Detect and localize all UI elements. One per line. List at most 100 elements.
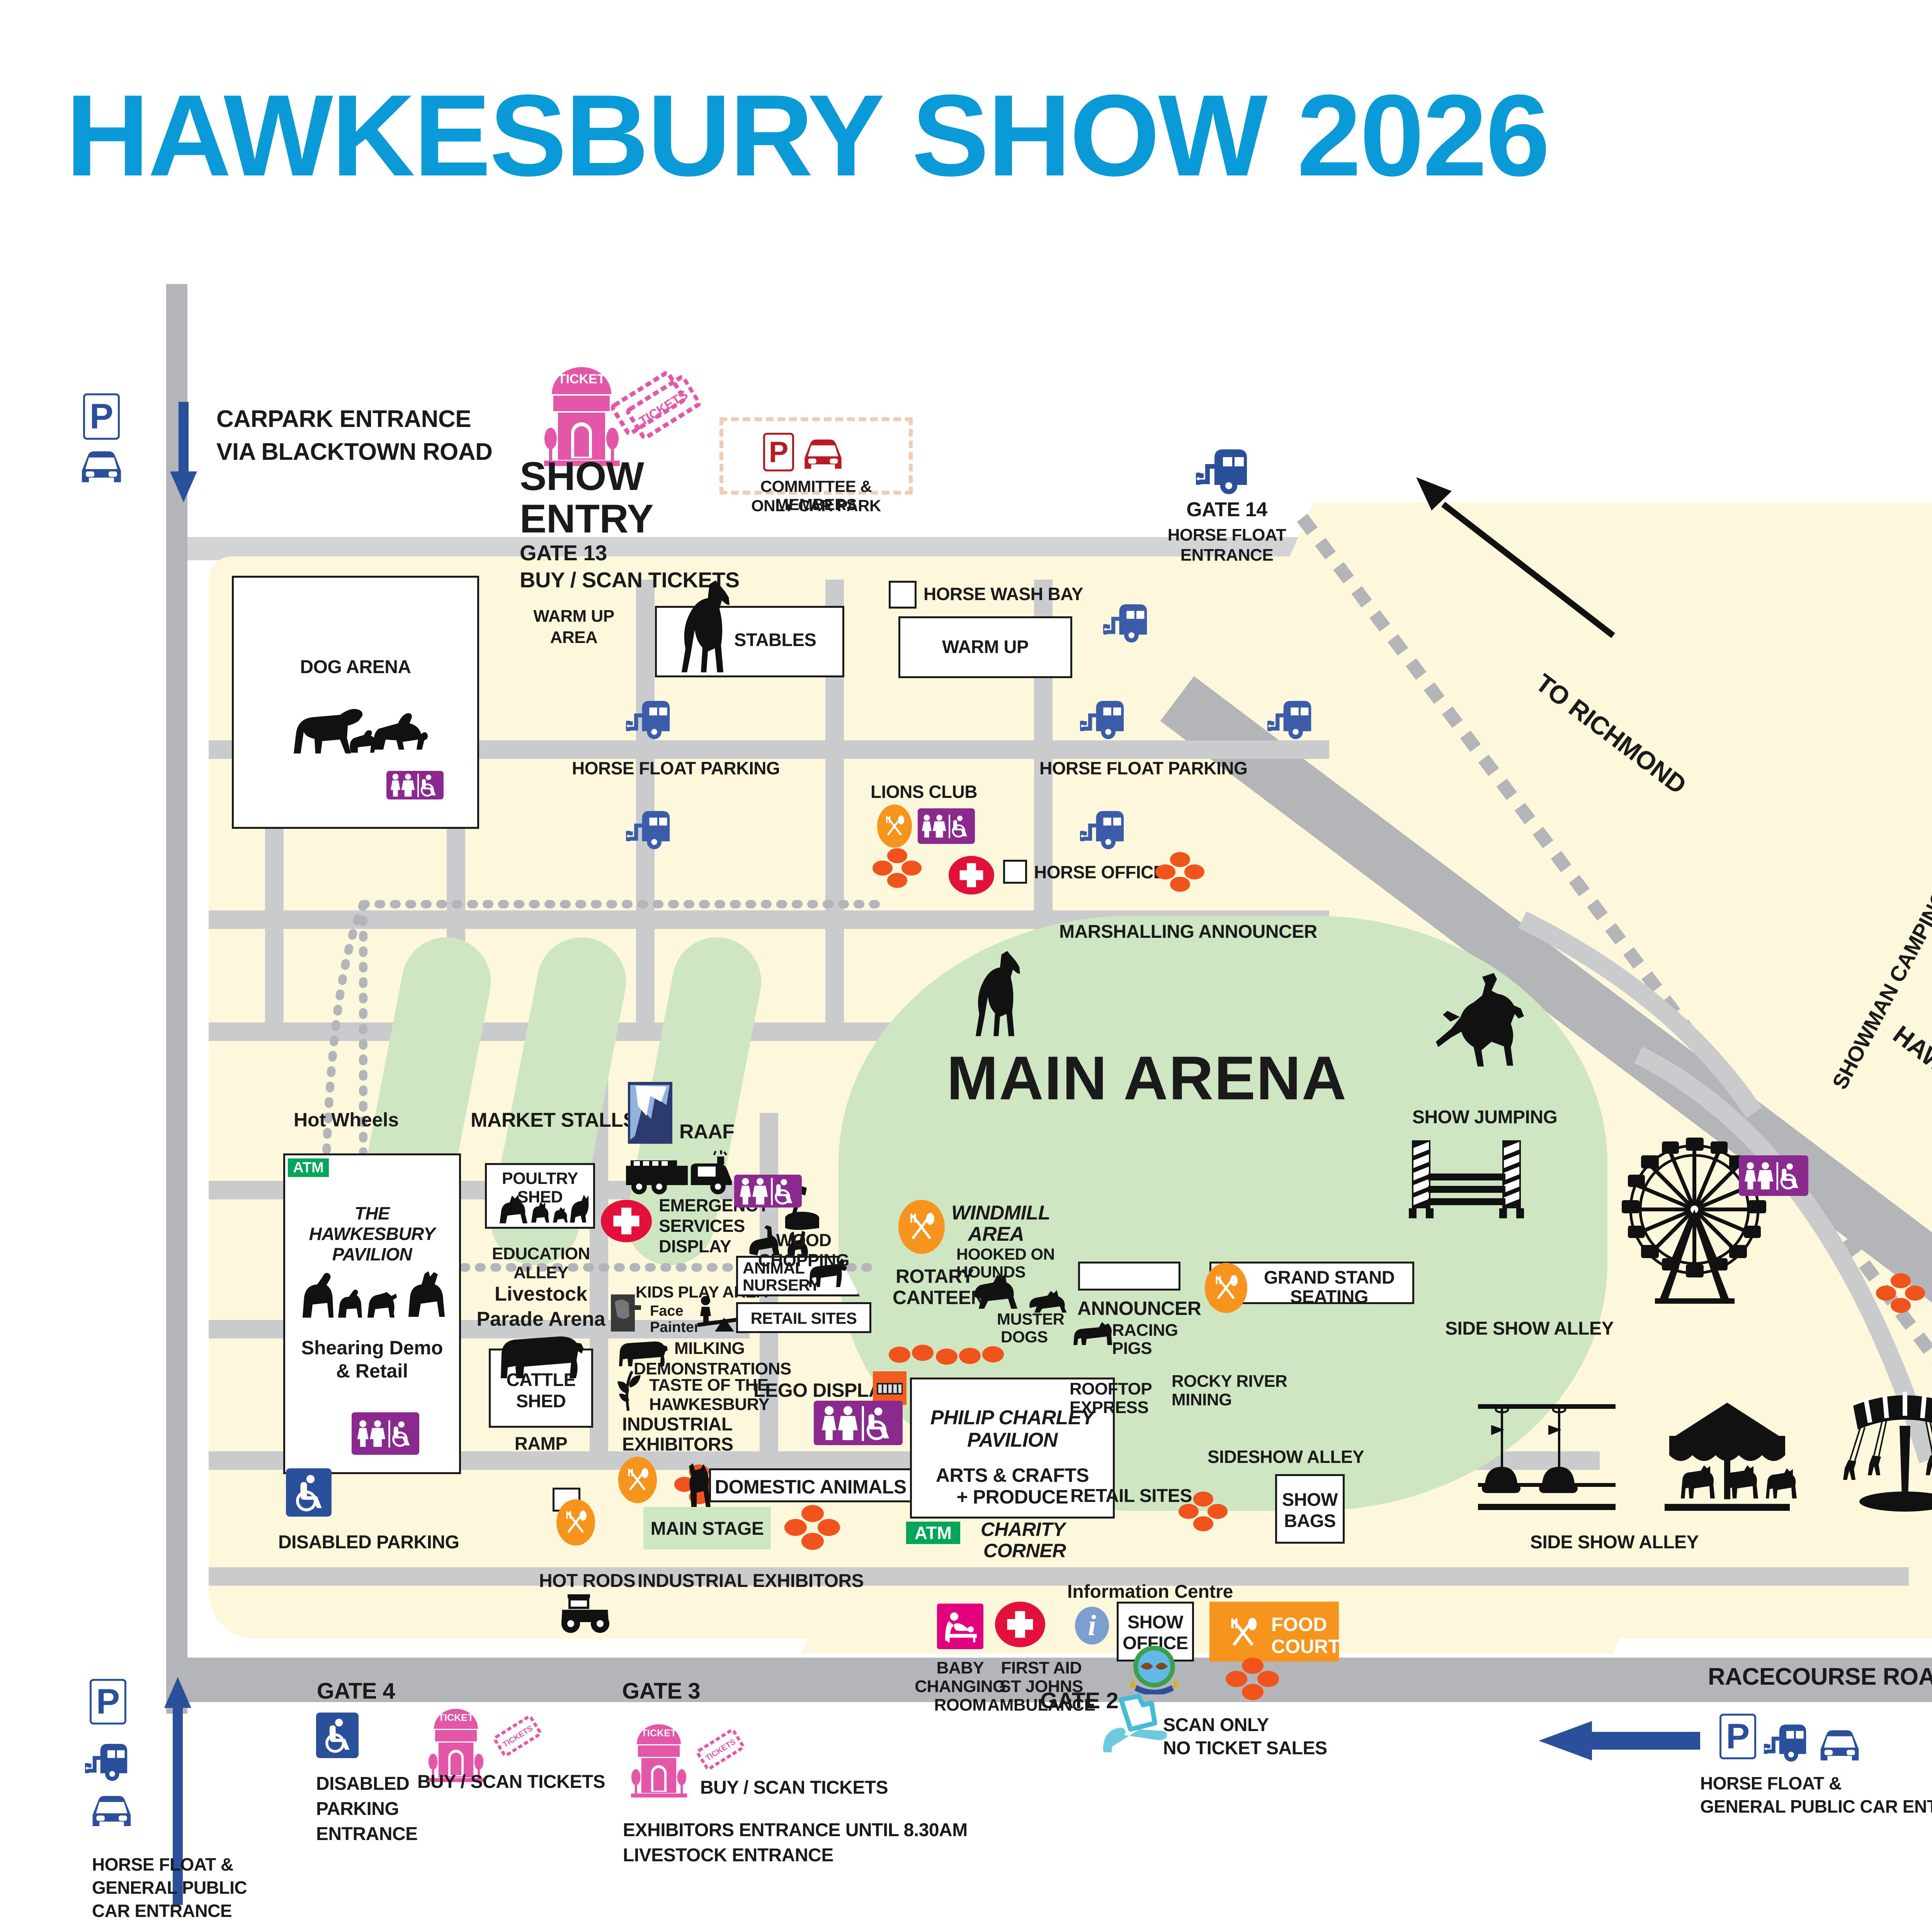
rotary-canteen-line1: ROTARY — [896, 1265, 974, 1287]
emergency-services-line3: DISPLAY — [659, 1236, 731, 1256]
seating-icon-main-stage — [784, 1505, 840, 1550]
gate2-title: GATE 2 — [1040, 1688, 1119, 1713]
show-bags-line2: BAGS — [1284, 1510, 1336, 1531]
milking-line1: MILKING — [674, 1339, 745, 1358]
first-aid-line3: AMBULANCE — [987, 1696, 1095, 1714]
rocky-river-line1: ROCKY RIVER — [1172, 1372, 1287, 1391]
retail-sites-left-label: RETAIL SITES — [750, 1309, 857, 1327]
market-stalls-label: MARKET STALLS — [471, 1109, 636, 1131]
horse-float-icon-gate14 — [1196, 449, 1247, 494]
svg-text:TICKET: TICKET — [641, 1728, 677, 1738]
muster-dogs-line1: MUSTER — [997, 1310, 1065, 1328]
side-show-alley-label-2: SIDE SHOW ALLEY — [1530, 1532, 1699, 1553]
general-parking-icon-topleft: P — [83, 393, 120, 440]
gate2-line2: NO TICKET SALES — [1163, 1738, 1327, 1759]
ticket-booth-icon-gate3: TICKET — [631, 1724, 687, 1798]
horse-silhouette-stables — [682, 580, 730, 672]
atm-icon-pavilion: ATM — [288, 1158, 329, 1177]
show-bags-box — [1275, 1474, 1345, 1544]
baby-changing-line2: CHANGING — [915, 1677, 1006, 1696]
car-icon-committee — [804, 439, 842, 469]
general-parking-icon-mid: P — [1719, 1714, 1756, 1759]
wood-chopping-line2: CHOPPING — [758, 1250, 850, 1270]
svg-text:TICKETS: TICKETS — [704, 1738, 738, 1763]
carpark-entrance-line1: CARPARK ENTRANCE — [216, 406, 471, 432]
svg-text:TICKETS: TICKETS — [502, 1724, 535, 1749]
horse-wash-bay-box — [889, 581, 917, 609]
poultry-silhouette — [500, 1195, 589, 1223]
horse-wash-bay-label: HORSE WASH BAY — [923, 584, 1083, 604]
road-blacktown-vertical — [166, 284, 187, 1714]
horse-float-icon-1 — [1103, 604, 1147, 643]
hooked-on-hounds-line1: HOOKED ON — [956, 1245, 1055, 1263]
horse-silhouette-main-arena — [976, 951, 1020, 1036]
toilets-icon-dog-arena — [386, 771, 444, 799]
horse-float-icon-bottomleft — [85, 1744, 128, 1781]
industrial-exhibitors-line1: INDUSTRIAL — [622, 1414, 733, 1435]
raaf-label: RAAF — [679, 1121, 735, 1143]
show-entry-tickets: BUY / SCAN TICKETS — [520, 568, 740, 592]
seating-icon-sideshow-right — [1876, 1273, 1926, 1314]
horse-float-icon-2 — [626, 701, 670, 739]
swing-ride-icon — [1843, 1392, 1932, 1512]
fire-truck-icon — [626, 1150, 732, 1194]
windmill-area-line2: AREA — [968, 1223, 1024, 1245]
charity-corner-line1: CHARITY — [981, 1519, 1065, 1540]
pavilion-line1: THE — [354, 1203, 390, 1223]
hooked-on-hounds-line2: HOUNDS — [956, 1263, 1026, 1281]
gate14-line1: HORSE FLOAT — [1167, 526, 1286, 544]
horse-float-entrance-line3: CAR ENTRANCE — [92, 1901, 232, 1921]
hot-rods-label: HOT RODS — [539, 1571, 636, 1591]
toilets-icon-woodchopping — [734, 1175, 802, 1208]
baby-changing-icon-map — [937, 1604, 983, 1649]
cattle-silhouette — [501, 1336, 583, 1378]
warm-up-label: WARM UP — [942, 636, 1029, 657]
racing-pigs-line2: PIGS — [1112, 1339, 1152, 1358]
hot-wheels-label: Hot Wheels — [294, 1109, 399, 1131]
warm-up-area-line2: AREA — [550, 628, 598, 647]
livestock-parade-line2: Parade Arena — [476, 1308, 605, 1330]
dog-arena-label: DOG ARENA — [300, 657, 411, 677]
animal-nursery-line2: NURSERY — [743, 1276, 820, 1294]
emergency-services-line2: SERVICES — [659, 1216, 745, 1236]
first-aid-icon-map — [995, 1602, 1045, 1647]
hot-rod-car-icon — [561, 1594, 609, 1633]
show-jumping-rider-silhouette — [1436, 973, 1524, 1066]
announcer-label: ANNOUNCER — [1077, 1298, 1201, 1319]
gate3-note1: EXHIBITORS ENTRANCE UNTIL 8.30AM — [623, 1820, 968, 1840]
horse-float-parking-right-label: HORSE FLOAT PARKING — [1039, 758, 1248, 778]
main-stage-label: MAIN STAGE — [650, 1519, 764, 1539]
horse-float-icon-4 — [1267, 701, 1311, 739]
pavilion-line3: PAVILION — [332, 1244, 412, 1264]
food-court-line2: COURT — [1271, 1636, 1340, 1657]
car-icon-mid — [1820, 1730, 1859, 1760]
horse-float-mid-line2: GENERAL PUBLIC CAR ENTRANCE — [1700, 1796, 1932, 1816]
gate4-tickets-label: BUY / SCAN TICKETS — [417, 1772, 605, 1792]
lions-club-label: LIONS CLUB — [871, 782, 978, 802]
first-aid-icon-horse-office — [949, 856, 994, 895]
dogs-silhouette — [294, 709, 428, 753]
svg-text:TICKETS: TICKETS — [636, 387, 690, 428]
toilets-icon-pavilion — [352, 1412, 419, 1455]
seating-icon-horse-office — [1155, 852, 1206, 893]
horse-float-icon-3 — [1080, 701, 1124, 739]
domestic-animals-label: DOMESTIC ANIMALS — [715, 1476, 906, 1498]
disabled-parking-icon-gate4 — [316, 1713, 359, 1758]
svg-text:TICKET: TICKET — [439, 1712, 474, 1723]
wood-chopping-line1: WOOD — [776, 1230, 832, 1250]
committee-parking-p: P — [763, 433, 794, 471]
domestic-animals-box — [709, 1468, 918, 1502]
arts-crafts-line1: ARTS & CRAFTS — [935, 1464, 1089, 1486]
rocky-river-line2: MINING — [1172, 1390, 1232, 1409]
shearing-demo-line2: & Retail — [336, 1360, 408, 1382]
lego-brick-icon — [873, 1371, 906, 1405]
horse-float-entrance-line2: GENERAL PUBLIC — [92, 1878, 247, 1898]
toilets-icon-lego — [814, 1401, 903, 1445]
food-court-box — [1209, 1602, 1339, 1662]
main-stage-box — [643, 1507, 771, 1549]
duck-rabbit-silhouette — [749, 1225, 808, 1256]
ticket-booth-icon-gate4: TICKET — [428, 1709, 485, 1782]
raaf-plane-icon — [628, 1082, 672, 1144]
milking-line2: DEMONSTRATIONS — [634, 1359, 791, 1378]
first-aid-line1: FIRST AID — [1001, 1658, 1082, 1677]
